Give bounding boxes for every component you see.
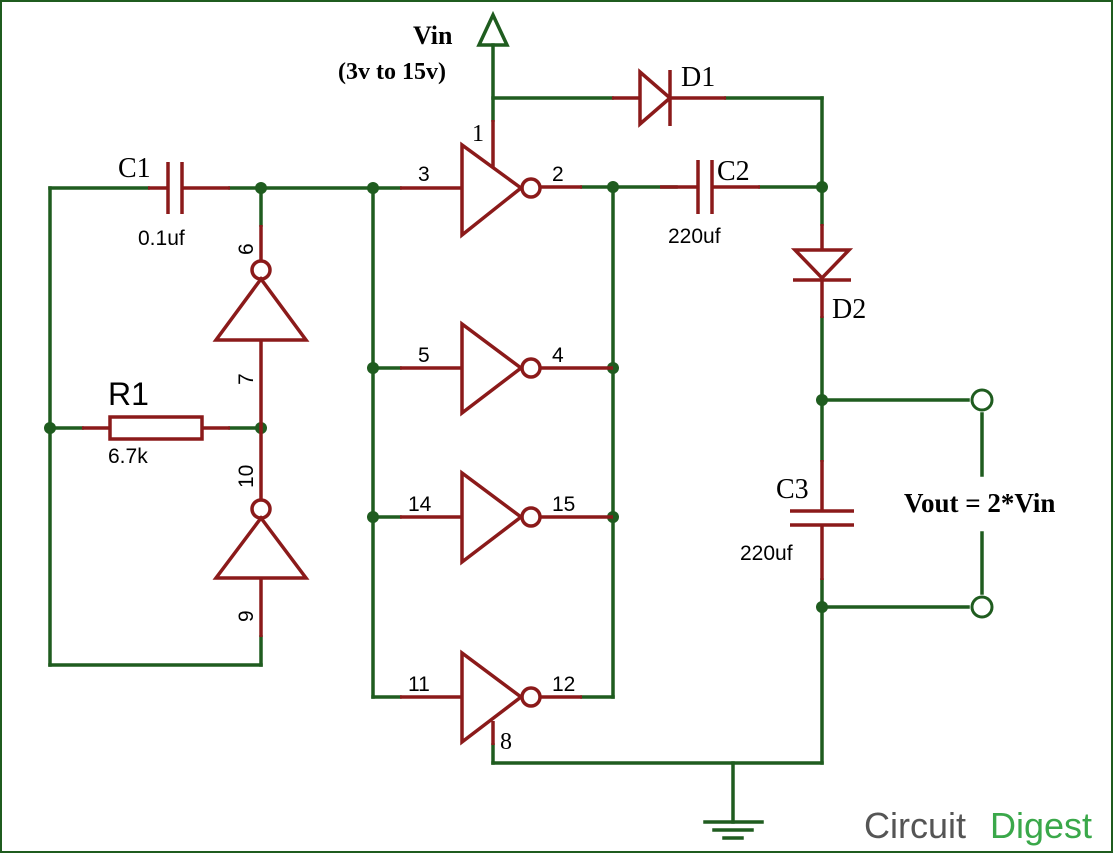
capacitor-c2 (660, 160, 760, 214)
vin-range-label: (3v to 15v) (338, 59, 446, 85)
junction-dots (44, 181, 828, 613)
vout-label: Vout = 2*Vin (904, 488, 1055, 518)
c3-name: C3 (776, 474, 809, 505)
c3-value: 220uf (740, 542, 793, 565)
inverter-3-2 (400, 120, 582, 239)
brand-part1: Circuit (864, 805, 966, 846)
pin-2: 2 (552, 163, 564, 186)
diode-d2 (790, 224, 854, 318)
circuitdigest-logo: Circuit Digest (864, 805, 1092, 846)
pin-15: 15 (552, 493, 575, 516)
pin-9: 9 (235, 610, 258, 622)
inverter-5-4 (400, 320, 613, 417)
inverter-9-10 (212, 428, 310, 637)
diode-d1 (612, 68, 726, 128)
vin-label: Vin (413, 21, 453, 50)
capacitor-c1 (148, 162, 230, 214)
vout-terminal-top (970, 388, 994, 412)
c1-name: C1 (118, 153, 151, 184)
c2-value: 220uf (668, 225, 721, 248)
pin-11: 11 (408, 673, 430, 696)
pin-10: 10 (235, 465, 258, 488)
resistor-r1 (82, 415, 230, 441)
inverter-11-12 (400, 649, 582, 746)
wires (48, 43, 984, 840)
brand-part2: Digest (990, 805, 1092, 846)
vin-terminal-icon (476, 10, 510, 47)
d1-name: D1 (681, 62, 715, 93)
pin-3: 3 (418, 163, 430, 186)
pin-14: 14 (408, 493, 432, 516)
c1-value: 0.1uf (138, 227, 185, 250)
vout-terminal-bottom (970, 595, 994, 619)
inverter-14-15 (400, 469, 613, 566)
pin-6: 6 (235, 243, 258, 255)
inverter-7-6 (212, 225, 310, 428)
pin-8: 8 (500, 729, 512, 755)
d2-name: D2 (832, 294, 866, 325)
capacitor-c3 (790, 460, 854, 580)
pin-5: 5 (418, 344, 430, 367)
c2-name: C2 (717, 156, 750, 187)
r1-value: 6.7k (108, 445, 148, 468)
pin-4: 4 (552, 344, 564, 367)
pin-12: 12 (552, 673, 575, 696)
r1-name: R1 (108, 376, 149, 412)
pin-7: 7 (235, 373, 258, 385)
pin-1: 1 (472, 121, 484, 147)
